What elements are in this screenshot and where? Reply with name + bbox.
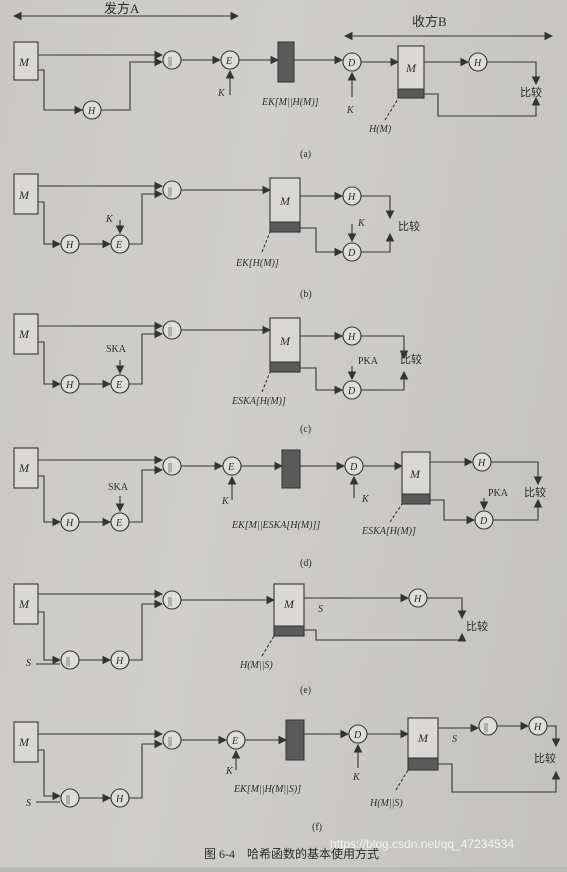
compare-label: 比较 [520, 85, 542, 99]
receiver-label: 收方B [412, 14, 447, 29]
svg-text:H(M||S): H(M||S) [369, 798, 403, 809]
diagram-b: M H E K || M H D K 比较 EK[H(M)] (b) [13, 173, 420, 300]
svg-text:D: D [353, 730, 362, 741]
diagram-e: M S || H || M S H 比较 H(M||S) (e) [13, 583, 488, 696]
svg-text:K: K [105, 214, 114, 225]
svg-text:M: M [409, 467, 421, 481]
svg-text:比较: 比较 [524, 485, 546, 499]
svg-text:E: E [225, 56, 232, 67]
svg-text:H: H [65, 518, 74, 529]
watermark: https://blog.csdn.net/qq_47234534 [330, 837, 514, 851]
svg-text:||: || [168, 326, 172, 337]
svg-text:E: E [227, 462, 234, 473]
svg-text:SKA: SKA [106, 344, 127, 355]
svg-text:||: || [66, 656, 70, 667]
svg-text:S: S [26, 798, 31, 809]
svg-text:H: H [477, 458, 486, 469]
svg-text:比较: 比较 [398, 219, 420, 233]
svg-text:M: M [18, 55, 30, 69]
svg-text:H(M): H(M) [368, 124, 392, 135]
svg-text:比较: 比较 [400, 352, 422, 366]
svg-text:PKA: PKA [488, 488, 509, 499]
svg-text:H(M||S): H(M||S) [239, 660, 273, 671]
svg-text:K: K [346, 105, 355, 116]
svg-text:比较: 比较 [466, 619, 488, 633]
svg-text:EK[M||H(M||S)]: EK[M||H(M||S)] [233, 784, 301, 795]
svg-text:D: D [479, 516, 488, 527]
svg-text:(b): (b) [300, 289, 312, 300]
ciphertext-block [277, 41, 295, 83]
svg-text:(a): (a) [300, 149, 311, 160]
svg-text:D: D [347, 386, 356, 397]
svg-text:H: H [87, 106, 96, 117]
svg-text:ESKA[H(M)]: ESKA[H(M)] [231, 396, 286, 407]
svg-text:E: E [231, 736, 238, 747]
svg-text:||: || [168, 56, 172, 67]
figure-caption: 图 6-4 哈希函数的基本使用方式 [204, 846, 379, 861]
svg-text:E: E [115, 518, 122, 529]
svg-text:K: K [352, 772, 361, 783]
svg-text:(f): (f) [312, 822, 322, 833]
svg-text:M: M [18, 327, 30, 341]
svg-text:H: H [65, 240, 74, 251]
svg-text:M: M [405, 61, 417, 75]
diagram-d: M H E SKA || E K EK[M||ESKA[H(M)]] D K M… [13, 447, 546, 569]
svg-text:比较: 比较 [534, 751, 556, 765]
svg-text:M: M [279, 194, 291, 208]
svg-text:E: E [115, 380, 122, 391]
svg-text:SKA: SKA [108, 482, 129, 493]
svg-text:(c): (c) [300, 424, 311, 435]
svg-text:M: M [283, 597, 295, 611]
svg-text:||: || [168, 186, 172, 197]
diagram-f: M S || H || E K EK[M||H(M||S)] D K M S |… [13, 716, 561, 833]
svg-text:D: D [347, 58, 356, 69]
svg-text:||: || [168, 596, 172, 607]
diagram-a: M H || E K EK[M||H(M)] D K M H 比较 H(M) (… [13, 41, 542, 160]
svg-text:(d): (d) [300, 558, 312, 569]
svg-text:S: S [318, 604, 323, 615]
svg-text:H: H [473, 58, 482, 69]
svg-text:M: M [18, 597, 30, 611]
svg-text:D: D [349, 462, 358, 473]
svg-text:M: M [18, 188, 30, 202]
svg-text:EK[H(M)]: EK[H(M)] [235, 258, 279, 269]
svg-text:H: H [413, 594, 422, 605]
sender-label: 发方A [104, 1, 140, 16]
svg-text:EK[M||H(M)]: EK[M||H(M)] [261, 97, 319, 108]
svg-text:M: M [279, 334, 291, 348]
svg-text:EK[M||ESKA[H(M)]]: EK[M||ESKA[H(M)]] [231, 520, 320, 531]
svg-text:H: H [347, 192, 356, 203]
svg-text:||: || [168, 736, 172, 747]
svg-text:H: H [65, 380, 74, 391]
svg-text:H: H [533, 722, 542, 733]
svg-text:K: K [357, 218, 366, 229]
svg-text:||: || [168, 462, 172, 473]
svg-text:H: H [347, 332, 356, 343]
svg-text:ESKA[H(M)]: ESKA[H(M)] [361, 526, 416, 537]
svg-text:K: K [361, 494, 370, 505]
svg-text:E: E [115, 240, 122, 251]
svg-text:H: H [115, 794, 124, 805]
svg-text:||: || [66, 794, 70, 805]
diagram-c: M H E SKA || M H D PKA 比较 ESKA[H(M)] (c) [13, 313, 422, 435]
svg-text:(e): (e) [300, 685, 311, 696]
svg-text:H: H [115, 656, 124, 667]
svg-text:S: S [26, 658, 31, 669]
svg-text:M: M [417, 731, 429, 745]
svg-text:K: K [221, 496, 230, 507]
svg-text:K: K [225, 766, 234, 777]
svg-text:||: || [484, 722, 488, 733]
svg-text:D: D [347, 248, 356, 259]
message-box [13, 41, 39, 81]
svg-text:K: K [217, 88, 226, 99]
svg-text:S: S [452, 734, 457, 745]
svg-text:PKA: PKA [358, 356, 379, 367]
svg-text:M: M [18, 735, 30, 749]
svg-text:M: M [18, 461, 30, 475]
